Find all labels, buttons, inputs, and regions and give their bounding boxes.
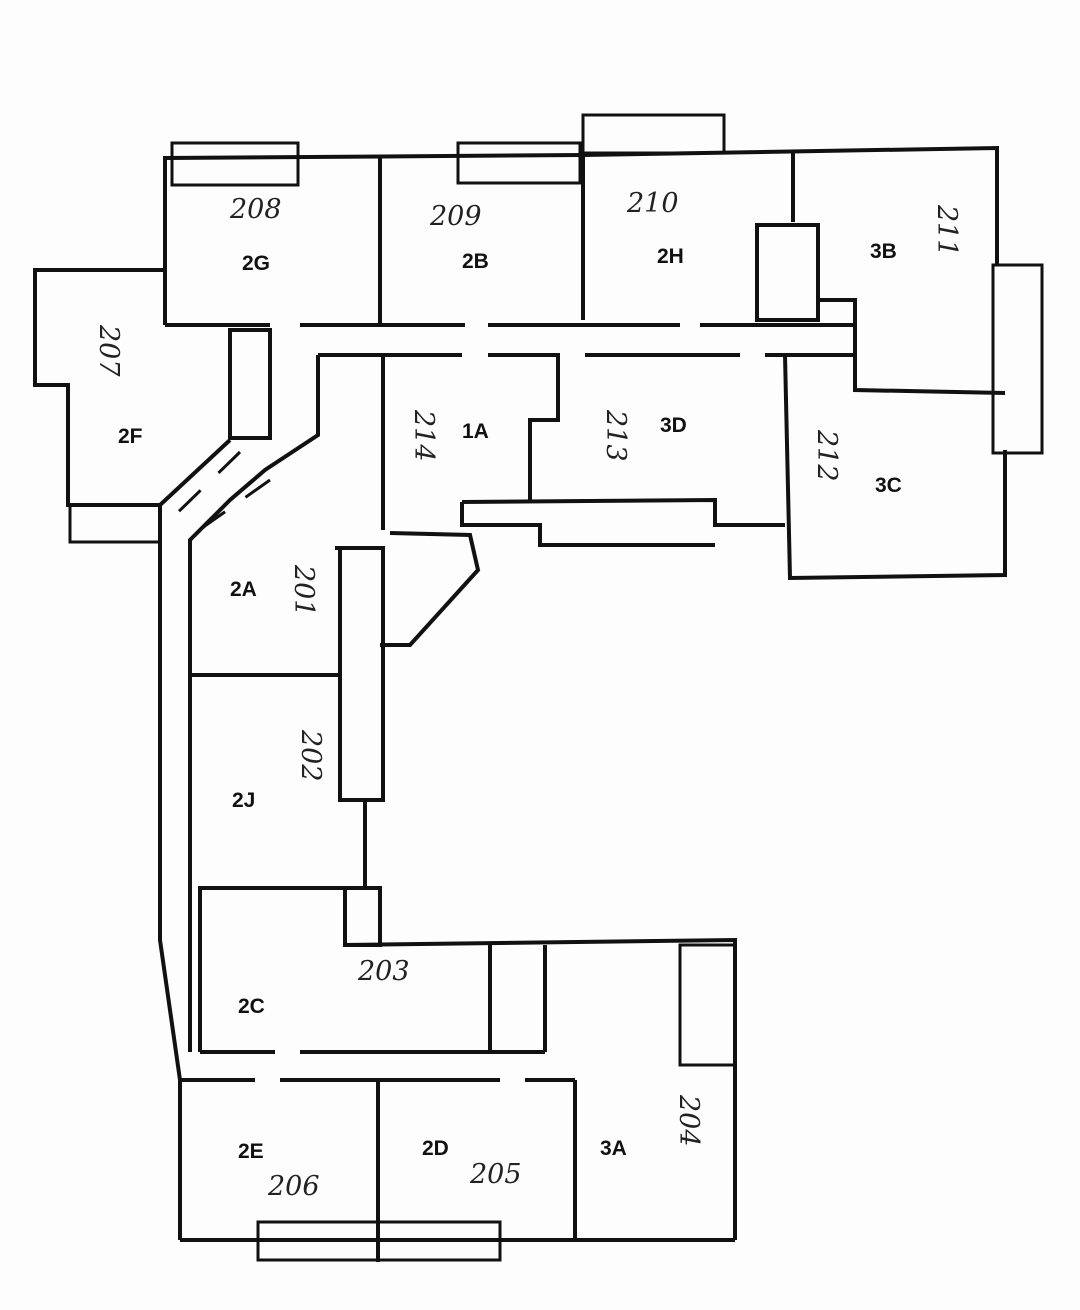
room-2a: 2A 201 <box>230 564 319 617</box>
room-1a: 1A 214 <box>408 409 489 462</box>
unit-label: 3D <box>660 414 687 437</box>
window-3a <box>678 943 737 1067</box>
room-number: 212 <box>811 429 842 482</box>
room-number: 203 <box>357 956 410 987</box>
room-number: 202 <box>295 729 326 782</box>
room-3c: 3C 212 <box>811 429 902 497</box>
room-3a: 3A 204 <box>600 1094 704 1160</box>
unit-label: 2C <box>238 995 265 1018</box>
unit-label: 2E <box>238 1140 264 1163</box>
room-2j: 2J 202 <box>232 729 326 812</box>
window-2h <box>581 113 726 155</box>
walls <box>33 113 1044 1262</box>
window-2f <box>68 503 162 544</box>
unit-label: 1A <box>462 420 489 443</box>
room-number: 204 <box>673 1094 704 1147</box>
room-2h: 2H 210 <box>626 188 684 268</box>
room-number: 210 <box>626 188 679 219</box>
room-3b: 3B 211 <box>870 204 962 263</box>
unit-label: 2F <box>118 425 143 448</box>
room-number: 209 <box>429 201 482 232</box>
unit-label: 2D <box>422 1137 449 1160</box>
room-2e: 2E 206 <box>238 1140 320 1202</box>
unit-label: 3A <box>600 1137 627 1160</box>
room-number: 201 <box>288 564 319 617</box>
unit-label: 2A <box>230 578 257 601</box>
room-2c: 2C 203 <box>238 956 410 1018</box>
room-2b: 2B 209 <box>429 201 489 273</box>
window-2b <box>456 141 582 185</box>
room-3d: 3D 213 <box>600 409 687 462</box>
room-number: 205 <box>469 1159 522 1190</box>
unit-label: 2B <box>462 250 489 273</box>
room-number: 207 <box>93 324 124 377</box>
room-2f: 2F 207 <box>93 324 143 448</box>
unit-label: 2G <box>242 252 270 275</box>
window-3b <box>991 263 1044 455</box>
room-2g: 2G 208 <box>229 194 282 275</box>
window-2g <box>170 141 300 187</box>
room-number: 208 <box>229 194 282 225</box>
room-2d: 2D 205 <box>422 1137 522 1190</box>
room-number: 211 <box>931 204 962 257</box>
room-number: 206 <box>267 1171 320 1202</box>
unit-label: 2J <box>232 789 255 812</box>
room-number: 214 <box>408 409 439 462</box>
unit-label: 3B <box>870 240 897 263</box>
unit-label: 3C <box>875 474 902 497</box>
unit-label: 2H <box>657 245 684 268</box>
room-number: 213 <box>600 409 631 462</box>
